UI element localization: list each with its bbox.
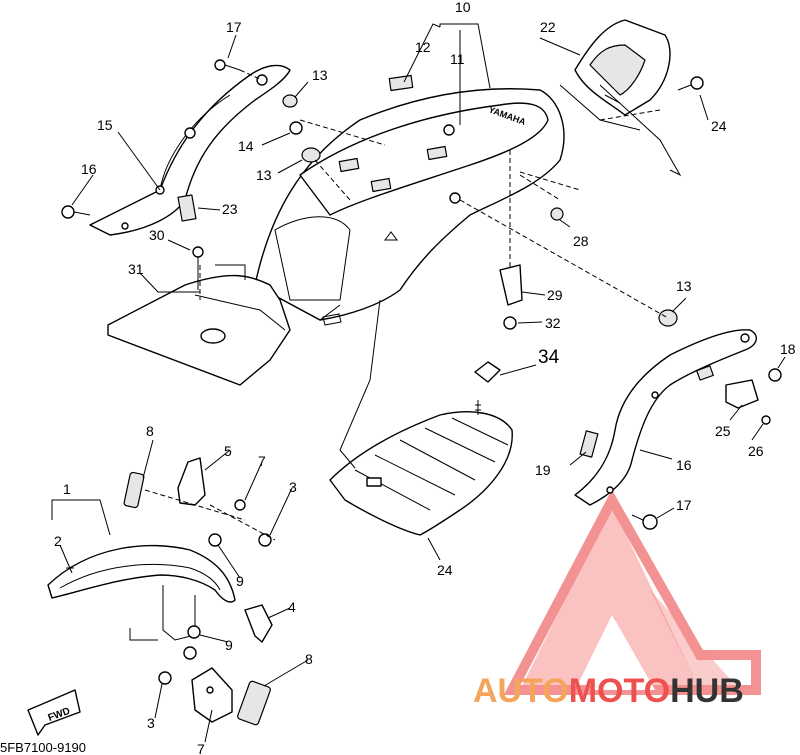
callout-label: 9 xyxy=(236,573,244,589)
license-plate-bracket xyxy=(107,264,291,386)
callout-label: 7 xyxy=(197,741,205,755)
callout-label: 24 xyxy=(437,562,453,578)
callout-label: 32 xyxy=(545,315,561,331)
callout-label: 13 xyxy=(312,67,328,83)
callout-label: 23 xyxy=(222,201,238,217)
callout-label: 12 xyxy=(415,39,431,55)
callout-label: 29 xyxy=(547,287,563,303)
callout-label: 14 xyxy=(238,138,254,154)
callout-label: 34 xyxy=(538,347,560,368)
callout-label: 5 xyxy=(224,443,232,459)
callout-label: 3 xyxy=(147,715,155,731)
callout-label: 13 xyxy=(256,167,272,183)
callout-label: 3 xyxy=(289,479,297,495)
leader-lines xyxy=(51,23,786,743)
grab-rail-right xyxy=(574,329,757,506)
callout-label: 18 xyxy=(780,341,796,357)
callout-label: 10 xyxy=(455,0,471,15)
brand-part-hub: HUB xyxy=(670,672,744,710)
callout-label: 26 xyxy=(748,443,764,459)
callout-label: 16 xyxy=(81,161,97,177)
callout-label: 22 xyxy=(540,19,556,35)
callout-label: 17 xyxy=(226,19,242,35)
callout-label: 13 xyxy=(676,278,692,294)
callout-label: 2 xyxy=(54,533,62,549)
callout-label: 11 xyxy=(450,51,465,67)
callout-label: 19 xyxy=(535,462,551,478)
callout-label: 25 xyxy=(715,423,731,439)
inner-mudguard xyxy=(329,400,513,536)
fender-stay xyxy=(191,667,233,723)
tail-light xyxy=(559,19,682,177)
front-fender xyxy=(47,544,236,641)
callout-label: 8 xyxy=(305,651,313,667)
small-parts xyxy=(61,59,782,726)
callout-label: 9 xyxy=(225,637,233,653)
callout-label: 24 xyxy=(711,118,727,134)
callout-label: 15 xyxy=(97,117,113,133)
fwd-arrow: FWD xyxy=(27,689,81,736)
callout-label: 17 xyxy=(676,497,692,513)
brand-part-moto: MOTO xyxy=(569,672,670,710)
callout-label: 8 xyxy=(146,423,154,439)
callout-label: 30 xyxy=(149,227,165,243)
watermark-text: AUTOMOTOHUB xyxy=(473,672,744,710)
callout-label: 16 xyxy=(676,457,692,473)
callout-label: 28 xyxy=(573,233,589,249)
callout-label: 4 xyxy=(288,599,296,615)
svg-text:AUTOMOTOHUB: AUTOMOTOHUB xyxy=(473,672,744,710)
callout-label: 1 xyxy=(63,481,71,497)
part-number-code: 5FB7100-9190 xyxy=(0,740,86,755)
brand-part-auto: AUTO xyxy=(473,672,569,710)
callout-label: 31 xyxy=(128,261,144,277)
callout-label: 7 xyxy=(258,453,266,469)
rear-fender: YAMAHA xyxy=(254,74,565,326)
watermark-logo xyxy=(503,489,761,695)
